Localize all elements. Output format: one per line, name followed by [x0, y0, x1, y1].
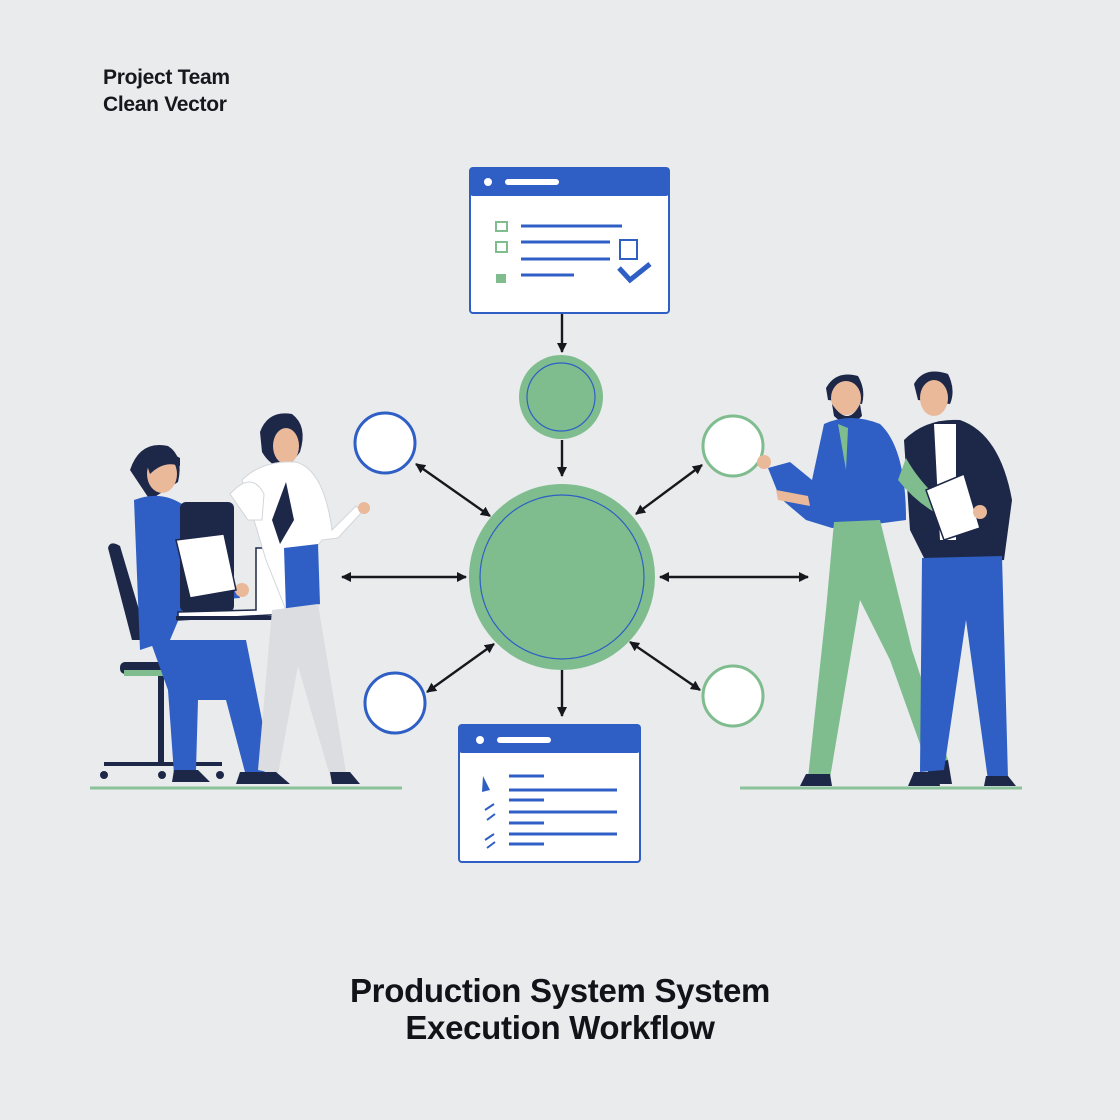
corner-label: Project Team Clean Vector: [103, 64, 230, 118]
satellite-node-lower-left: [363, 671, 427, 735]
corner-label-line1: Project Team: [103, 66, 230, 89]
caption-line2: Execution Workflow: [405, 1009, 715, 1046]
arrow-hub-upper-left: [415, 463, 491, 517]
laptop: [175, 502, 300, 621]
checklist-window-icon: [469, 167, 670, 314]
hub-node: [469, 484, 655, 670]
presenting-man-figure: [757, 374, 952, 786]
observing-man-figure: [898, 371, 1016, 786]
satellite-node-upper-left: [353, 411, 417, 475]
diagram-caption: Production System System Execution Workf…: [0, 972, 1120, 1046]
satellite-node-upper-right: [701, 414, 765, 478]
satellite-node-lower-right: [701, 664, 765, 728]
arrow-hub-lower-right: [629, 641, 701, 691]
arrow-hub-upper-right: [635, 464, 703, 515]
caption-line1: Production System System: [349, 972, 771, 1009]
corner-label-line2: Clean Vector: [103, 93, 227, 116]
checkmark-icon: [617, 262, 652, 284]
standing-woman-figure: [229, 413, 370, 784]
task-list-window-icon: [458, 724, 641, 863]
arrow-hub-lower-left: [426, 643, 495, 693]
connector-arrows: [341, 314, 809, 717]
top-node: [519, 355, 603, 439]
